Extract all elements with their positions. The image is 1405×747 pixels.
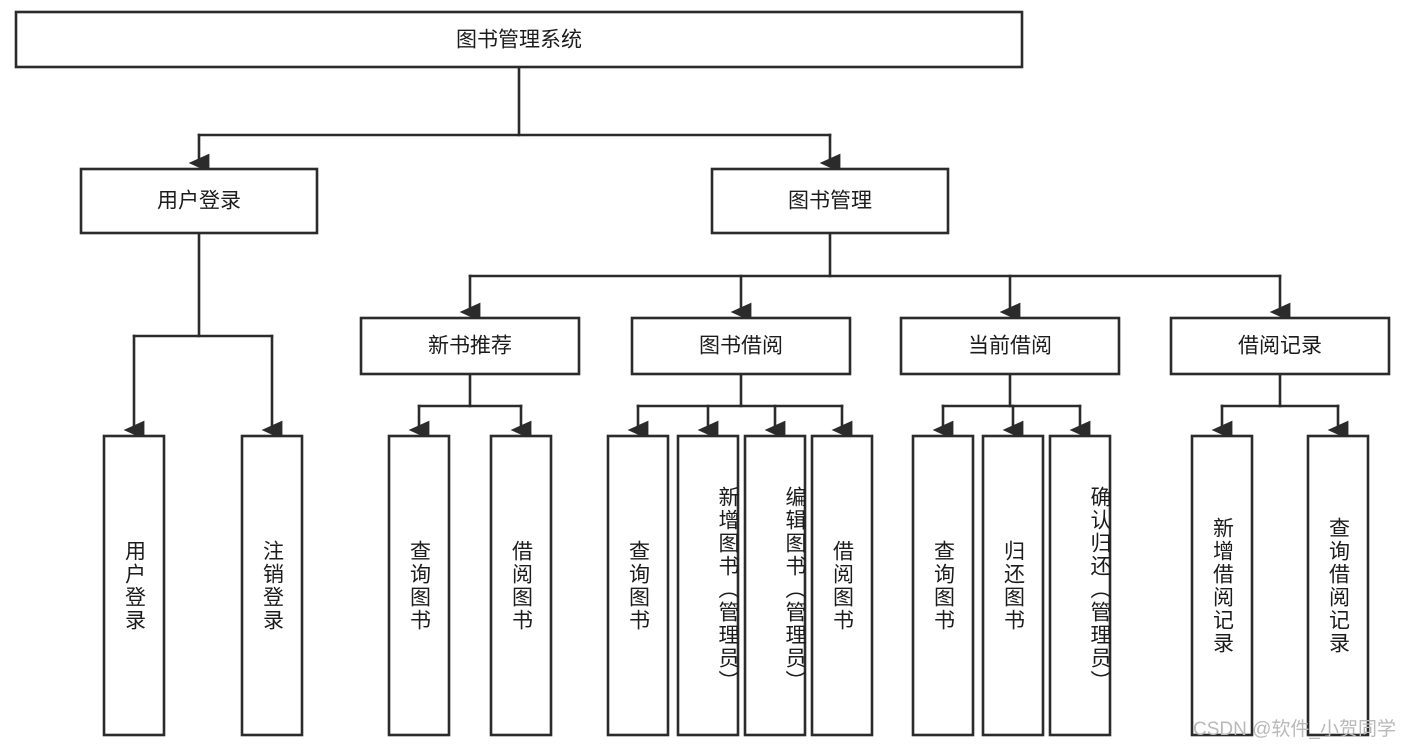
leaf-box-new-book-1[interactable] [489,434,553,737]
node-book-manage[interactable] [710,167,950,235]
leaf-box-new-book-0[interactable] [387,434,451,737]
connector-root-to-level2 [188,65,841,173]
connector-new-book-to-leaves [408,372,532,440]
leaf-box-current-borrow-0[interactable] [911,434,975,737]
node-book-borrow[interactable] [630,316,852,376]
node-book-borrow-label: 图书借阅 [699,335,783,358]
connector-book-manage-to-level3 [459,231,1291,322]
leaf-box-borrow-record-0[interactable] [1190,434,1254,737]
node-root-label: 图书管理系统 [456,29,582,52]
csdn-watermark: CSDN @软件_小贺同学 [1193,719,1396,740]
leaf-box-borrow-record-1[interactable] [1306,434,1370,737]
node-user-login-label: 用户登录 [157,190,241,213]
connector-current-borrow-to-leaves [932,372,1091,440]
leaf-box-user-login-0[interactable] [102,434,166,737]
connector-book-borrow-to-leaves [627,372,853,440]
node-new-book-recommend[interactable] [359,316,581,376]
node-new-book-recommend-label: 新书推荐 [428,335,512,358]
connector-borrow-record-to-leaves [1211,372,1349,440]
leaf-box-book-borrow-2[interactable] [743,434,807,737]
node-borrow-record-label: 借阅记录 [1238,335,1322,358]
leaf-box-book-borrow-1[interactable] [676,434,740,737]
leaf-box-book-borrow-3[interactable] [810,434,874,737]
node-user-login[interactable] [79,167,319,235]
node-root[interactable] [14,10,1024,69]
node-current-borrow[interactable] [899,316,1121,376]
leaf-box-current-borrow-1[interactable] [981,434,1045,737]
leaf-box-book-borrow-0[interactable] [606,434,670,737]
leaf-box-current-borrow-2[interactable] [1048,434,1112,737]
connector-user-login-to-leaves [123,231,283,440]
node-book-manage-label: 图书管理 [788,190,872,213]
leaf-box-user-login-1[interactable] [240,434,304,737]
node-current-borrow-label: 当前借阅 [968,335,1052,358]
node-borrow-record[interactable] [1169,316,1391,376]
